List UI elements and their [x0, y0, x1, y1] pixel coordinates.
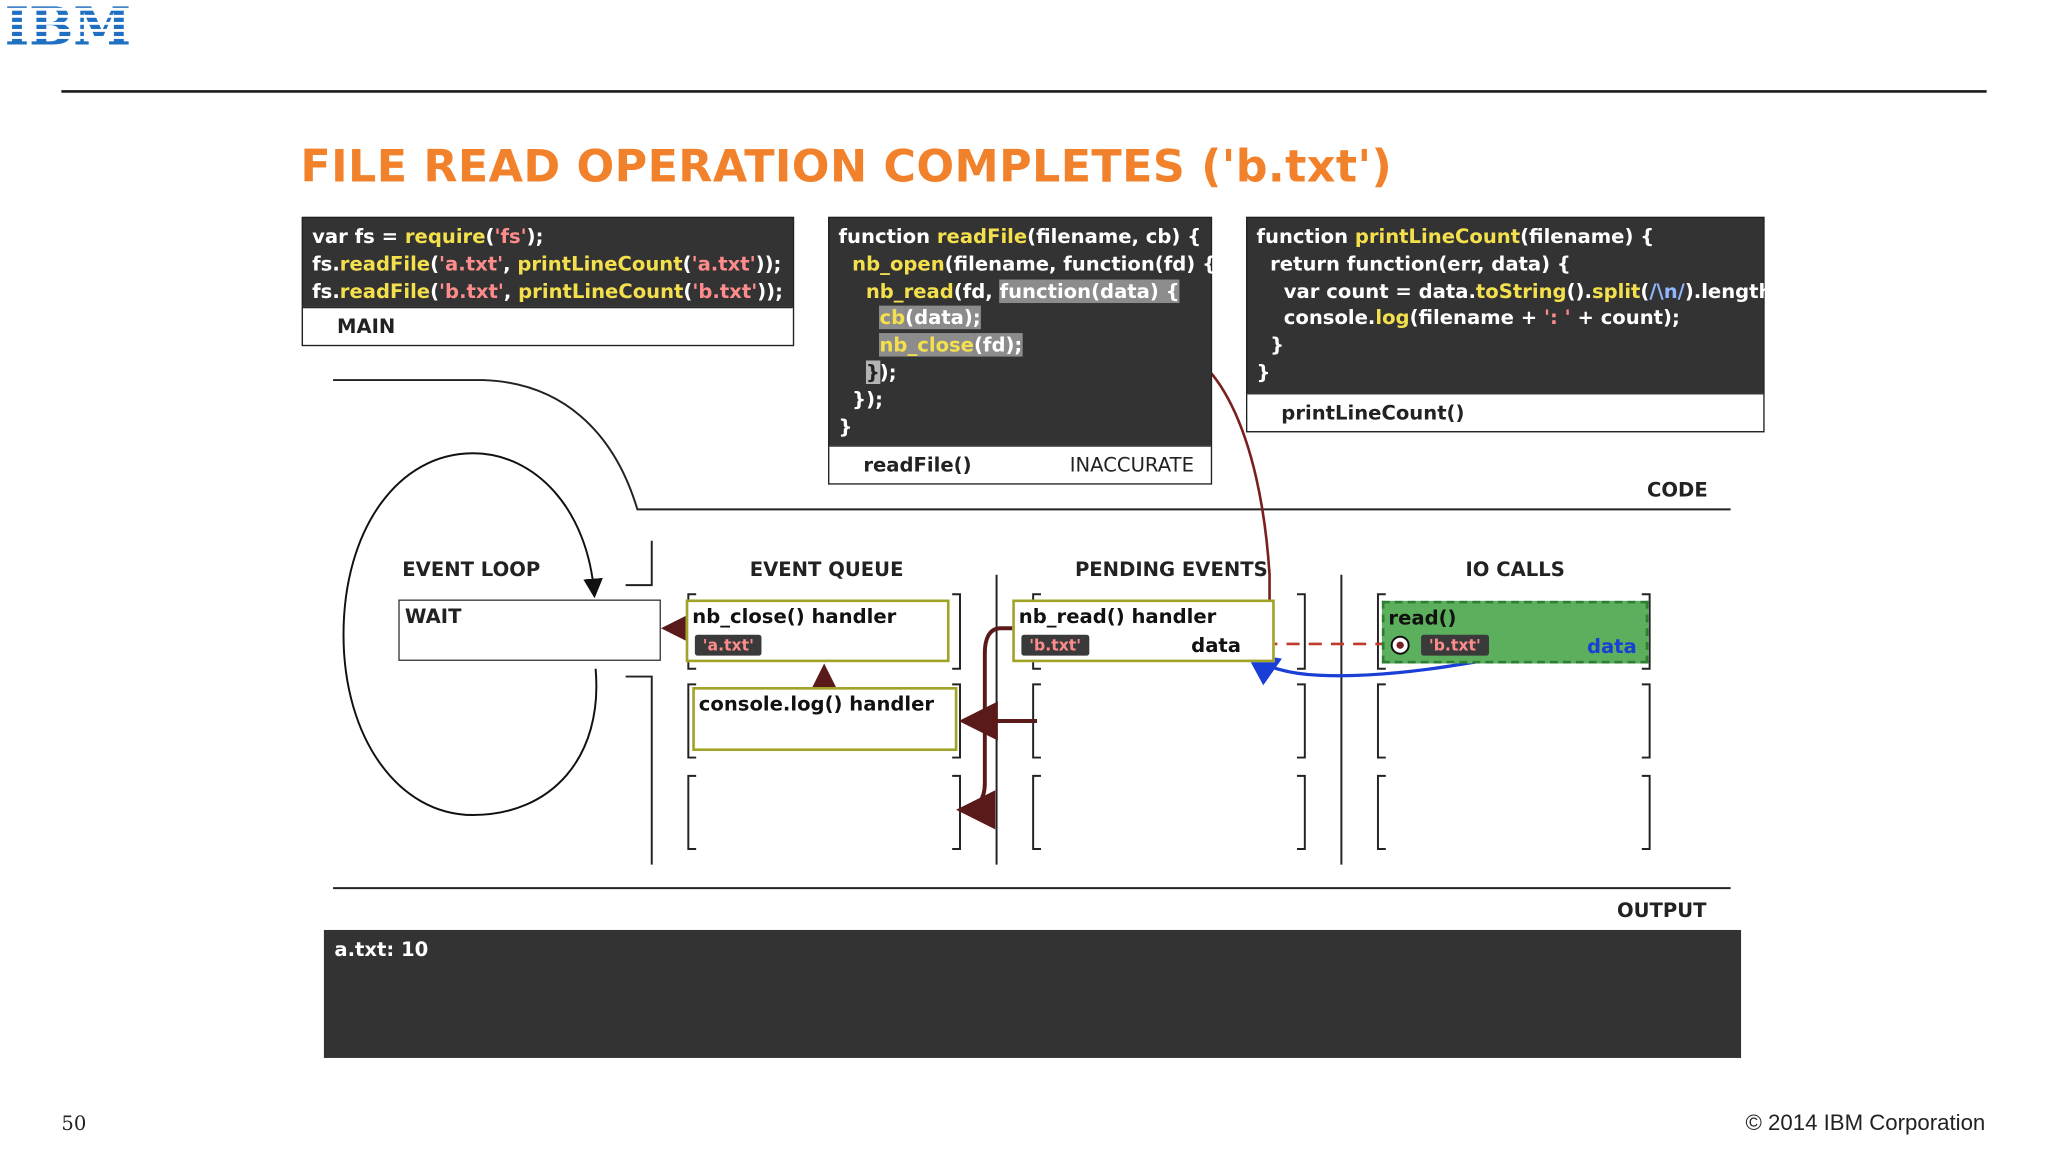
output-text: a.txt: 10	[334, 937, 429, 962]
io-b-txt-tag: 'b.txt'	[1421, 634, 1489, 656]
copyright-text: © 2014 IBM Corporation	[1745, 1110, 1986, 1136]
code-line: function readFile(filename, cb) {	[838, 224, 1202, 249]
pending-data-label: data	[1191, 633, 1242, 657]
code-line: var count = data.toString().split(/\n/).…	[1256, 278, 1781, 303]
event-loop-label: EVENT LOOP	[402, 557, 541, 582]
code-line: var fs = require('fs');	[312, 224, 544, 249]
event-loop-circle	[342, 452, 603, 816]
header-rule	[61, 90, 1987, 93]
console-log-handler-label: console.log() handler	[698, 692, 935, 716]
inaccurate-caption: INACCURATE	[1069, 453, 1194, 477]
a-txt-tag: 'a.txt'	[694, 634, 762, 656]
code-section-label: CODE	[1647, 478, 1708, 502]
slot-brackets	[687, 593, 1651, 850]
code-line: nb_open(filename, function(fd) {	[852, 251, 1217, 276]
printlinecount-caption: printLineCount()	[1281, 400, 1465, 425]
wait-box: WAIT	[398, 599, 661, 661]
event-queue-label: EVENT QUEUE	[749, 557, 904, 582]
code-line: nb_read(fd, function(data) {	[865, 278, 1180, 303]
readfile-code-panel: function readFile(filename, cb) { nb_ope…	[828, 216, 1216, 485]
code-line: cb(data);	[879, 306, 981, 330]
output-console: a.txt: 10	[323, 929, 1742, 1058]
readfile-code: function readFile(filename, cb) { nb_ope…	[839, 223, 1217, 440]
io-item-read: read() 'b.txt' data	[1381, 600, 1649, 664]
output-section-label: OUTPUT	[1616, 898, 1707, 923]
main-caption-bar: MAIN	[303, 306, 793, 345]
nb-read-handler-label: nb_read() handler	[1018, 604, 1217, 629]
code-line: nb_close(fd);	[879, 333, 1023, 357]
read-call-label: read()	[1388, 606, 1457, 630]
code-line: }	[838, 414, 853, 439]
code-line: fs.readFile('b.txt', printLineCount('b.t…	[312, 278, 783, 303]
readfile-caption: readFile()	[863, 453, 972, 477]
event-loop-divider-top	[625, 540, 653, 587]
code-line: });	[838, 387, 883, 412]
printlinecount-code: function printLineCount(filename) { retu…	[1256, 223, 1780, 386]
io-calls-label: IO CALLS	[1465, 557, 1565, 582]
page-number: 50	[61, 1111, 87, 1136]
main-code-panel: var fs = require('fs');fs.readFile('a.tx…	[301, 216, 795, 347]
printlinecount-code-panel: function printLineCount(filename) { retu…	[1246, 216, 1780, 433]
printlinecount-caption-bar: printLineCount()	[1247, 393, 1764, 432]
code-boundary-line	[333, 379, 1731, 511]
pending-events-label: PENDING EVENTS	[1074, 557, 1268, 582]
main-caption: MAIN	[336, 314, 396, 339]
io-data-label: data	[1586, 634, 1637, 659]
page-title: FILE READ OPERATION COMPLETES ('b.txt')	[300, 141, 1393, 194]
ibm-logo: IBM	[0, 0, 136, 52]
b-txt-tag: 'b.txt'	[1021, 634, 1089, 656]
code-line: function printLineCount(filename) {	[1256, 224, 1655, 249]
handler-to-queue-arrow	[956, 626, 1014, 830]
nb-close-handler-label: nb_close() handler	[692, 604, 897, 629]
code-line: });	[865, 360, 897, 384]
code-line: return function(err, data) {	[1256, 251, 1571, 276]
code-line: }	[1256, 360, 1271, 384]
queue-item-console-log: console.log() handler	[692, 687, 958, 752]
event-loop-divider-bottom	[625, 675, 653, 865]
main-code: var fs = require('fs');fs.readFile('a.tx…	[312, 223, 783, 304]
code-line: fs.readFile('a.txt', printLineCount('a.t…	[312, 251, 782, 276]
wait-label: WAIT	[404, 604, 462, 629]
io-link-marker	[1390, 635, 1410, 655]
readfile-caption-bar: readFile() INACCURATE	[829, 445, 1211, 484]
code-line: }	[1256, 333, 1285, 357]
pending-item-nb-read: nb_read() handler 'b.txt' data	[1012, 599, 1275, 663]
queue-item-nb-close: nb_close() handler 'a.txt'	[685, 599, 950, 663]
code-line: console.log(filename + ': ' + count);	[1256, 306, 1680, 330]
